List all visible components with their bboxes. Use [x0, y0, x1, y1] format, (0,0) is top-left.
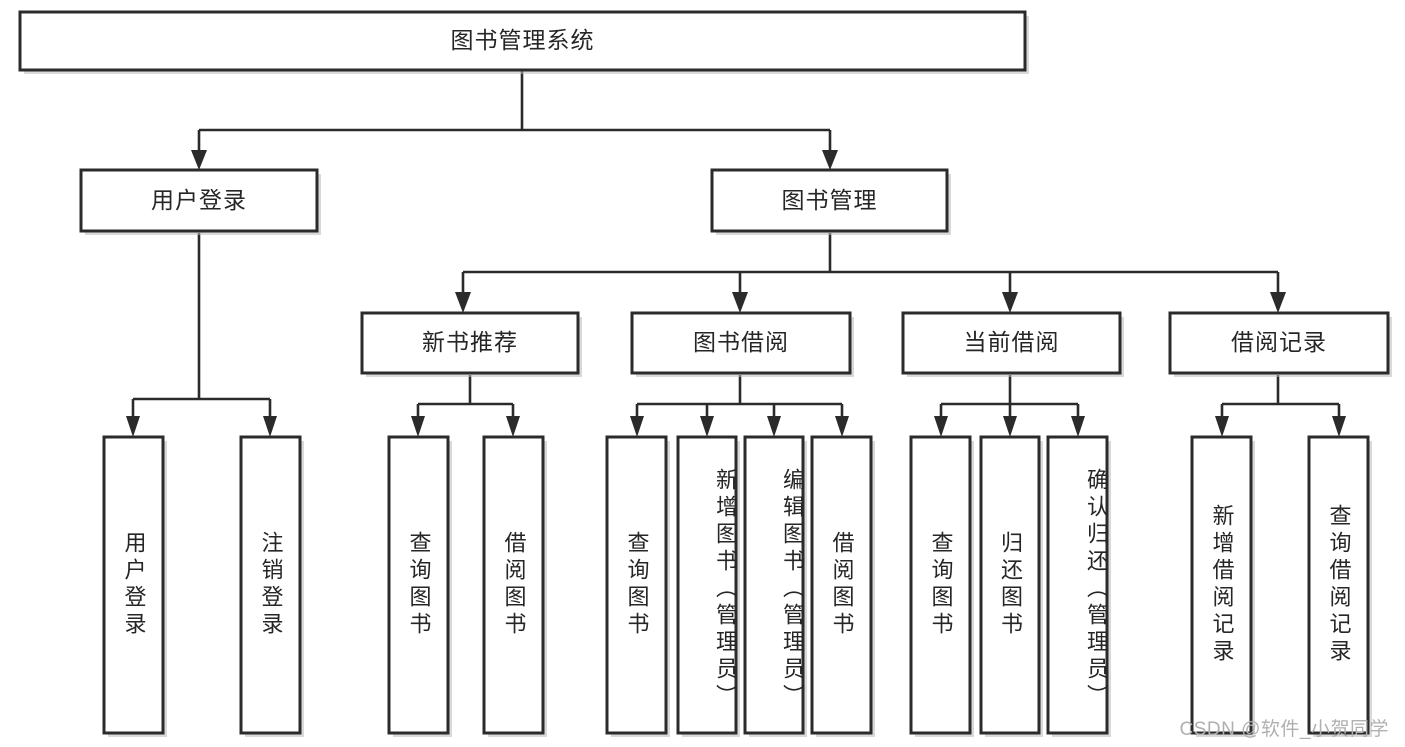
box-leaf-book-borrow-1[interactable] [676, 435, 740, 737]
box-leaf-book-borrow-3[interactable] [810, 435, 875, 737]
connector-group-new-book-leaves [411, 375, 520, 437]
box-user-login[interactable] [79, 168, 321, 235]
arrow-head-book-manage [822, 150, 838, 170]
box-leaf-user-login-1[interactable] [239, 435, 304, 737]
box-leaf-new-book-1[interactable] [482, 435, 547, 737]
box-leaf-user-login-0[interactable] [102, 435, 167, 737]
box-leaf-borrow-record-1[interactable] [1307, 435, 1372, 737]
box-leaf-current-borrow-0[interactable] [909, 435, 974, 737]
arrow-head-current-borrow [1002, 292, 1018, 313]
box-book-borrow[interactable] [630, 311, 854, 377]
box-leaf-book-borrow-0[interactable] [605, 435, 670, 737]
box-current-borrow[interactable] [901, 311, 1124, 377]
arrow-head-leaf-book-borrow-0 [630, 416, 644, 437]
arrow-head-leaf-new-book-1 [506, 416, 520, 437]
arrow-head-user-login [191, 150, 207, 170]
arrow-head-book-borrow [732, 292, 748, 313]
box-new-book-recommend[interactable] [360, 311, 582, 377]
arrow-head-leaf-new-book-0 [411, 416, 425, 437]
connector-group-current-borrow-leaves [934, 375, 1085, 437]
arrow-head-leaf-borrow-record-1 [1332, 416, 1346, 437]
box-leaf-book-borrow-2[interactable] [743, 435, 807, 737]
box-root[interactable] [18, 10, 1029, 74]
box-leaf-new-book-0[interactable] [387, 435, 452, 737]
connector-group-book-borrow-leaves [630, 375, 849, 437]
arrow-head-borrow-record [1270, 292, 1286, 313]
arrow-head-leaf-borrow-record-0 [1215, 416, 1229, 437]
arrow-head-leaf-book-borrow-1 [700, 416, 714, 437]
arrow-head-leaf-current-borrow-1 [1003, 416, 1017, 437]
arrow-head-leaf-user-login-0 [126, 416, 140, 437]
arrow-head-leaf-current-borrow-0 [934, 416, 948, 437]
arrow-head-new-book [455, 292, 471, 313]
box-leaf-current-borrow-2[interactable] [1046, 435, 1111, 737]
arrow-head-leaf-book-borrow-2 [767, 416, 781, 437]
connector-group-borrow-record-leaves [1215, 375, 1346, 437]
arrow-head-leaf-current-borrow-2 [1071, 416, 1085, 437]
box-book-manage[interactable] [710, 168, 951, 235]
watermark-text: CSDN @软件_小贺同学 [1179, 719, 1389, 740]
connector-group-user-login-leaves [126, 233, 277, 437]
box-leaf-current-borrow-1[interactable] [979, 435, 1043, 737]
arrow-head-leaf-book-borrow-3 [835, 416, 849, 437]
box-borrow-record[interactable] [1168, 311, 1392, 377]
arrow-head-leaf-user-login-1 [263, 416, 277, 437]
connector-group-root-to-level2 [191, 70, 838, 170]
connector-group-book-manage-to-level3 [455, 233, 1286, 313]
box-leaf-borrow-record-0[interactable] [1190, 435, 1255, 737]
